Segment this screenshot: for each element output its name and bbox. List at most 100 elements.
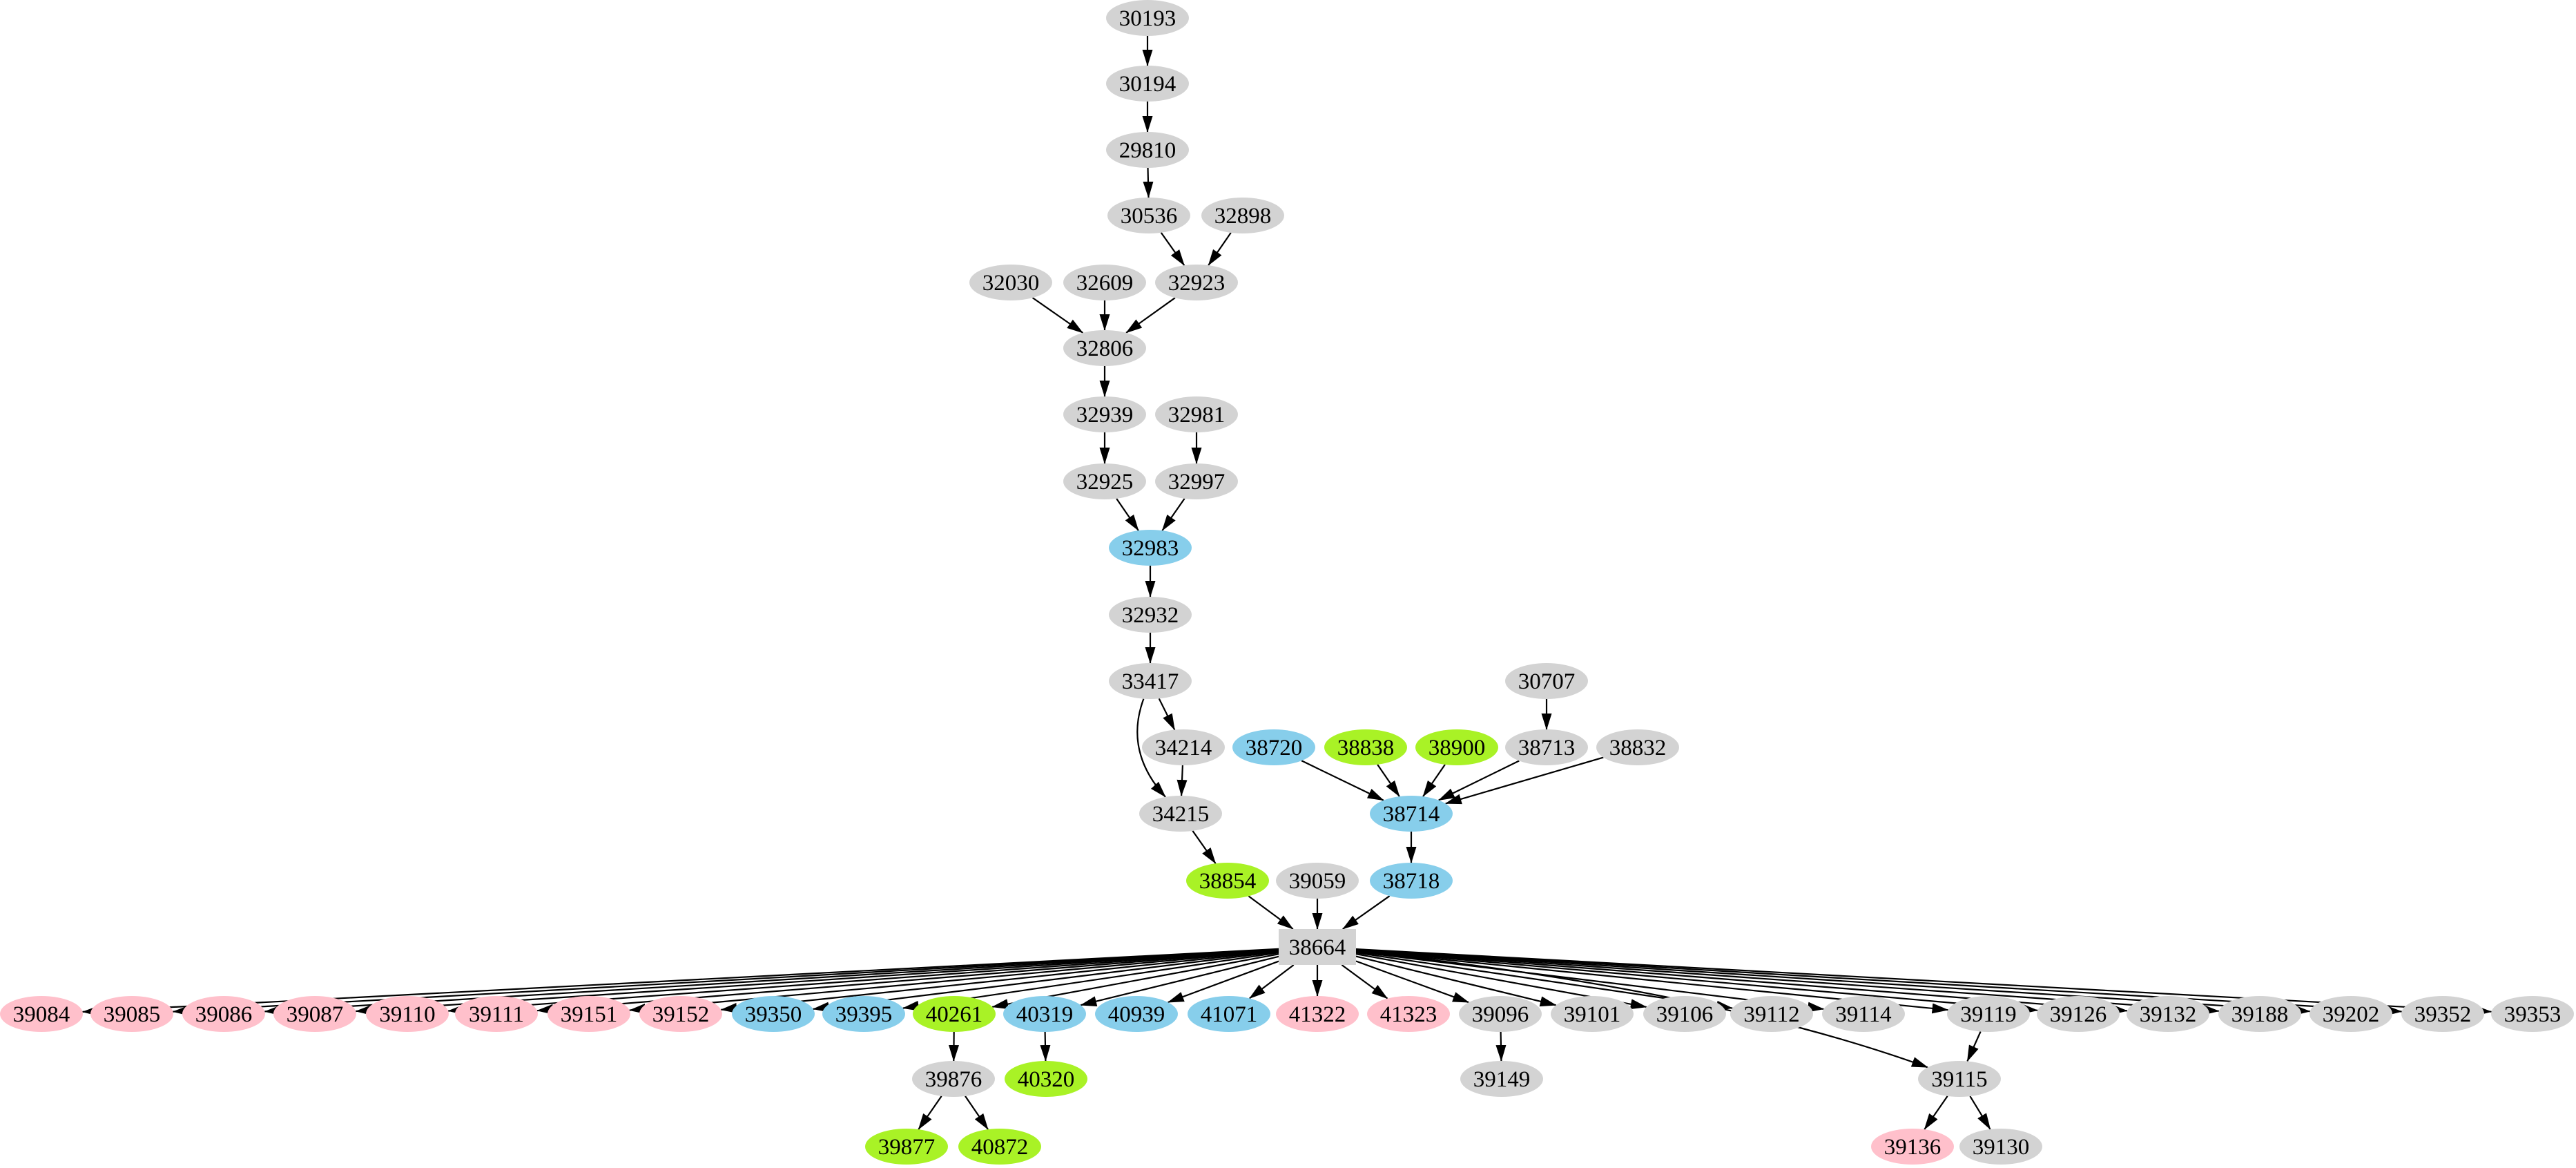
node-shape [1106, 0, 1189, 36]
edge-32898-32923 [1208, 232, 1232, 266]
edge-32030-32806 [1032, 297, 1084, 334]
edge-38664-39152 [720, 950, 1279, 1013]
graph-node-39085: 39085 [90, 996, 173, 1032]
node-label: 39111 [469, 1002, 524, 1027]
graph-node-40319: 40319 [1003, 996, 1086, 1032]
graph-node-38838: 38838 [1324, 729, 1407, 765]
node-label: 38714 [1383, 802, 1440, 827]
graph-node-34215: 34215 [1139, 796, 1222, 832]
node-label: 39132 [2140, 1002, 2197, 1027]
node-shape [2037, 996, 2120, 1032]
graph-node-39352: 39352 [2401, 996, 2484, 1032]
graph-node-38664: 38664 [1279, 929, 1356, 965]
node-label: 38713 [1518, 736, 1576, 760]
graph-node-39395: 39395 [822, 996, 905, 1032]
graph-node-40872: 40872 [958, 1129, 1041, 1165]
edge-38664-39096 [1355, 960, 1470, 1004]
node-label: 40872 [971, 1135, 1029, 1160]
node-label: 39188 [2231, 1002, 2289, 1027]
graph-node-39110: 39110 [366, 996, 449, 1032]
graph-node-39877: 39877 [865, 1129, 948, 1165]
graph-node-39114: 39114 [1822, 996, 1905, 1032]
node-label: 34214 [1155, 736, 1212, 760]
node-shape [2127, 996, 2209, 1032]
edge-39119-39115 [1966, 1031, 1982, 1062]
node-label: 38854 [1199, 869, 1257, 894]
edge-33417-34215 [1136, 698, 1166, 798]
graph-node-32925: 32925 [1063, 463, 1146, 499]
graph-node-39152: 39152 [639, 996, 722, 1032]
edge-39096-39149 [1495, 1031, 1507, 1062]
node-shape [1106, 66, 1189, 102]
edge-38664-41323 [1341, 964, 1388, 999]
graph-node-39106: 39106 [1643, 996, 1726, 1032]
node-label: 40319 [1016, 1002, 1074, 1027]
edge-34214-34215 [1176, 765, 1188, 796]
graph-node-32609: 32609 [1063, 265, 1146, 300]
node-label: 32939 [1076, 403, 1134, 428]
graph-node-39151: 39151 [548, 996, 630, 1032]
node-shape [1003, 996, 1086, 1032]
node-shape [1201, 198, 1284, 233]
node-label: 29810 [1119, 138, 1176, 163]
graph-node-39115: 39115 [1918, 1061, 2001, 1097]
graph-node-33417: 33417 [1109, 663, 1192, 699]
graph-node-39876: 39876 [912, 1061, 995, 1097]
node-shape [1139, 796, 1222, 832]
edge-30536-32923 [1160, 232, 1185, 267]
node-shape [1186, 863, 1269, 899]
node-shape [1279, 929, 1356, 965]
graph-node-39101: 39101 [1551, 996, 1634, 1032]
node-label: 39110 [379, 1002, 435, 1027]
node-shape [1324, 729, 1407, 765]
node-label: 38720 [1246, 736, 1303, 760]
edge-29810-30536 [1143, 167, 1154, 198]
node-label: 39086 [195, 1002, 253, 1027]
node-shape [1188, 996, 1270, 1032]
node-shape [1232, 729, 1315, 765]
node-shape [1276, 996, 1359, 1032]
node-label: 39202 [2323, 1002, 2380, 1027]
node-shape [639, 996, 722, 1032]
node-shape [366, 996, 449, 1032]
node-shape [2309, 996, 2392, 1032]
node-label: 39112 [1743, 1002, 1799, 1027]
node-shape [1730, 996, 1813, 1032]
graph-node-32981: 32981 [1155, 396, 1238, 432]
node-label: 32923 [1168, 271, 1226, 296]
edge-39876-40872 [965, 1095, 989, 1130]
node-label: 39876 [925, 1067, 982, 1092]
graph-node-30194: 30194 [1106, 66, 1189, 102]
edges-layer [81, 36, 2492, 1130]
node-shape [1155, 396, 1238, 432]
node-label: 34215 [1152, 802, 1210, 827]
edge-38664-39101 [1355, 955, 1557, 1007]
graph-node-39136: 39136 [1871, 1129, 1954, 1165]
node-label: 38718 [1383, 869, 1440, 894]
node-label: 30707 [1518, 669, 1576, 694]
node-shape [2218, 996, 2301, 1032]
node-shape [1505, 663, 1588, 699]
edge-32925-32983 [1116, 498, 1139, 531]
node-shape [1370, 796, 1453, 832]
graph-node-39132: 39132 [2127, 996, 2209, 1032]
node-shape [273, 996, 356, 1032]
node-label: 39084 [13, 1002, 70, 1027]
edge-38664-39111 [536, 949, 1279, 1015]
node-label: 39115 [1931, 1067, 1987, 1092]
node-label: 32898 [1214, 204, 1272, 229]
node-shape [1643, 996, 1726, 1032]
node-label: 39130 [1973, 1135, 2030, 1160]
node-label: 39106 [1656, 1002, 1714, 1027]
node-label: 39353 [2504, 1002, 2562, 1027]
node-label: 39350 [745, 1002, 802, 1027]
edge-38664-39126 [1355, 949, 2039, 1015]
graph-node-30193: 30193 [1106, 0, 1189, 36]
node-label: 38832 [1609, 736, 1667, 760]
edge-38854-38664 [1248, 895, 1294, 930]
node-shape [1276, 863, 1359, 899]
edge-39876-39877 [918, 1095, 942, 1130]
edge-38900-38714 [1422, 764, 1446, 797]
node-shape [1063, 330, 1146, 366]
